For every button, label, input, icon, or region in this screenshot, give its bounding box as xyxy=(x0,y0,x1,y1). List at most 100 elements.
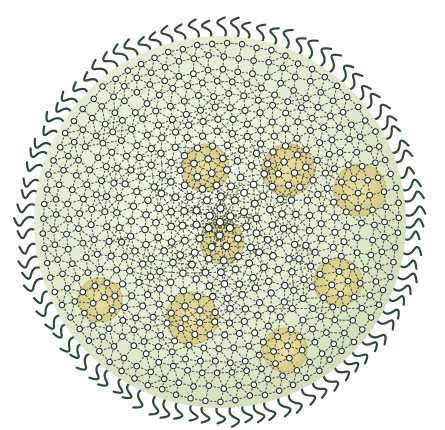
cell xyxy=(114,210,120,216)
cell xyxy=(256,249,263,256)
cell xyxy=(122,98,128,104)
cell xyxy=(44,187,49,192)
cell xyxy=(180,270,187,277)
cell xyxy=(177,252,184,259)
cell xyxy=(251,58,257,64)
cell xyxy=(242,306,248,312)
cell xyxy=(191,160,198,167)
cell xyxy=(197,107,203,113)
cell xyxy=(122,181,128,187)
cell xyxy=(236,330,242,336)
cell xyxy=(309,115,315,121)
cell xyxy=(84,182,90,188)
cell xyxy=(155,344,161,350)
cell xyxy=(145,324,151,330)
cell xyxy=(226,320,232,326)
cell xyxy=(330,98,336,104)
cell xyxy=(206,53,212,59)
cell xyxy=(211,94,217,100)
cell xyxy=(44,260,49,265)
cell xyxy=(250,71,256,77)
cell xyxy=(181,182,188,189)
cell xyxy=(199,370,205,376)
cell xyxy=(155,234,162,241)
cell xyxy=(359,220,365,226)
cell xyxy=(206,212,213,219)
cell xyxy=(194,293,200,299)
cell xyxy=(244,121,250,127)
cell xyxy=(303,95,309,101)
cell xyxy=(280,225,287,232)
cell xyxy=(321,295,327,301)
cell xyxy=(251,382,257,388)
cell xyxy=(206,383,212,389)
cell xyxy=(241,209,248,216)
cell xyxy=(42,201,47,206)
cell xyxy=(184,134,190,140)
cell xyxy=(212,358,218,364)
cell xyxy=(269,47,274,52)
cell xyxy=(119,281,125,287)
cell xyxy=(276,388,281,393)
cell xyxy=(224,295,230,301)
cell xyxy=(317,271,323,277)
cell xyxy=(315,104,321,110)
cell xyxy=(354,250,360,256)
cell xyxy=(138,174,144,180)
cell xyxy=(205,225,212,232)
cell xyxy=(319,206,325,212)
cell xyxy=(281,299,287,305)
cell xyxy=(206,283,213,290)
cell xyxy=(260,339,266,345)
cell xyxy=(368,252,374,258)
cell xyxy=(264,74,270,80)
cell xyxy=(168,208,175,215)
cell xyxy=(173,392,178,397)
cell xyxy=(237,174,244,181)
cell xyxy=(280,373,286,379)
cell xyxy=(65,201,71,207)
cell xyxy=(244,133,250,139)
cell xyxy=(292,74,298,80)
cell xyxy=(270,253,277,260)
cell xyxy=(148,162,154,168)
cell xyxy=(253,150,259,156)
cell xyxy=(258,85,264,91)
cell xyxy=(391,259,396,264)
cell xyxy=(373,279,379,285)
cell xyxy=(131,343,137,349)
cell xyxy=(343,209,349,215)
cell xyxy=(104,224,110,230)
cell xyxy=(194,42,199,47)
cell xyxy=(269,183,276,190)
cell xyxy=(253,215,260,222)
cell xyxy=(372,222,378,228)
cell xyxy=(52,289,57,294)
cell xyxy=(92,283,98,289)
cell xyxy=(308,263,314,269)
cell xyxy=(241,93,247,99)
cell xyxy=(317,140,323,146)
cell xyxy=(229,130,235,136)
cell xyxy=(214,370,220,376)
cell xyxy=(332,317,338,323)
cell xyxy=(106,326,112,332)
cell xyxy=(87,167,93,173)
cell xyxy=(266,60,272,66)
cell xyxy=(51,227,57,233)
cell xyxy=(177,167,184,174)
cell xyxy=(55,257,61,263)
cell xyxy=(76,157,82,163)
cell xyxy=(144,101,150,107)
cell xyxy=(192,331,198,337)
cell xyxy=(298,105,304,111)
cell xyxy=(161,248,168,255)
cell xyxy=(291,287,297,293)
cell xyxy=(153,108,159,114)
cell xyxy=(90,300,96,306)
cell xyxy=(185,83,191,89)
cell xyxy=(303,242,309,248)
cell xyxy=(220,257,227,264)
cell xyxy=(226,224,233,231)
cell xyxy=(64,231,70,237)
